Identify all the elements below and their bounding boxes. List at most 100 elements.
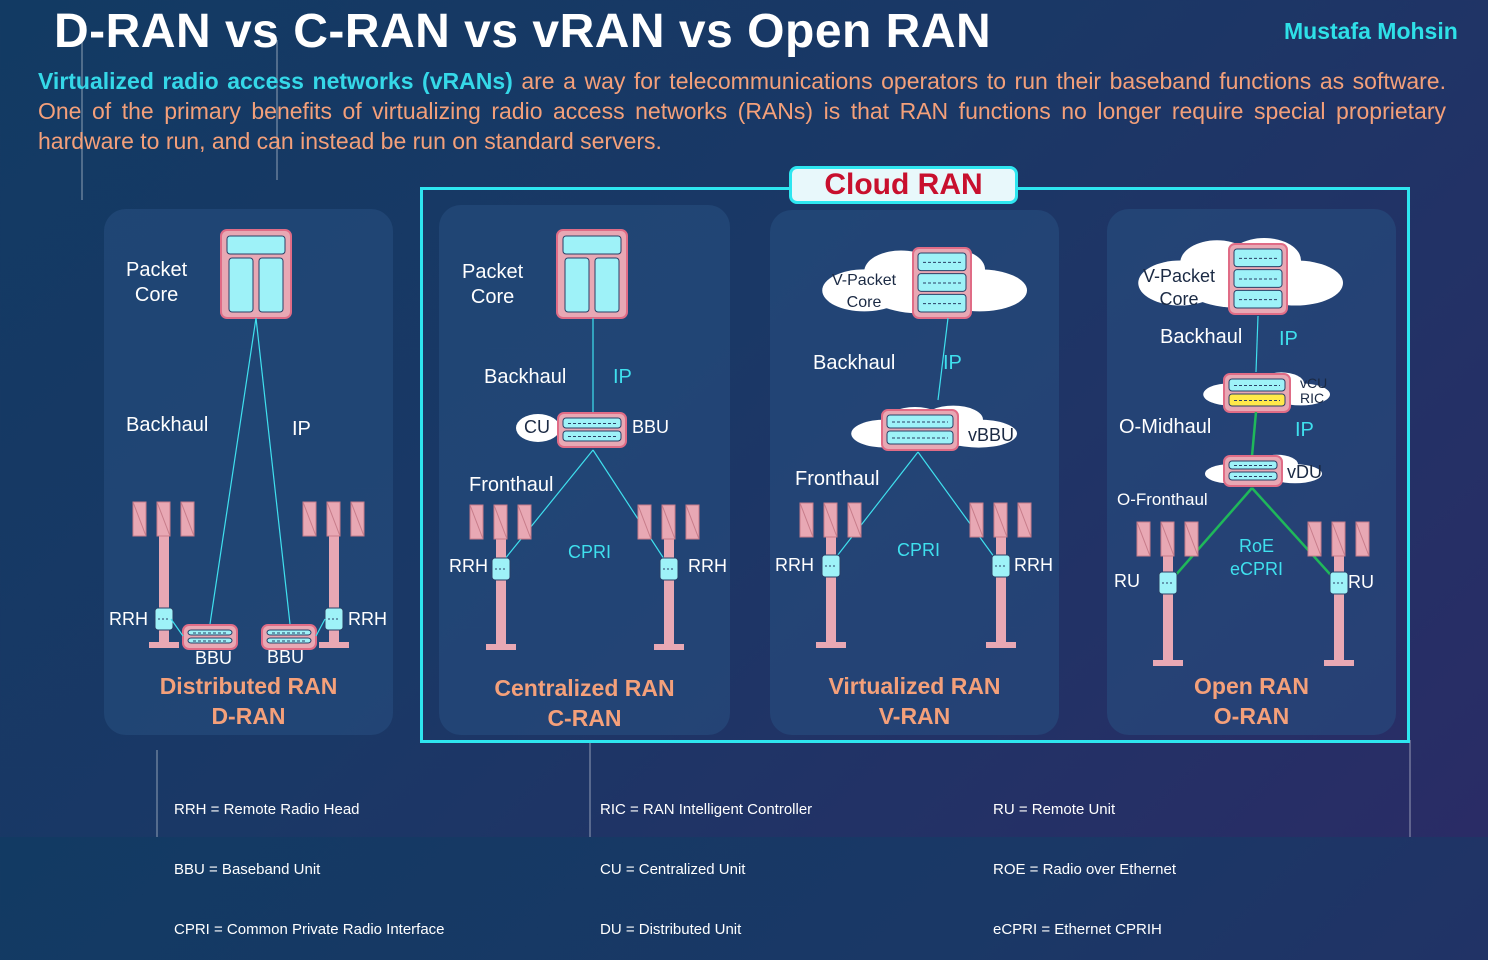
dran-ip-label: IP: [292, 418, 311, 440]
vran-fronthaul-label: Fronthaul: [795, 468, 880, 490]
fronthaul-link-right: [1251, 487, 1339, 584]
link-line: [829, 451, 919, 566]
cran-title-line2: C-RAN: [547, 705, 622, 731]
link-line: [209, 317, 257, 625]
oran-title-line2: O-RAN: [1213, 703, 1290, 729]
dran-title: Distributed RAN D-RAN: [104, 671, 393, 731]
rrh-unit-icon: [154, 607, 174, 631]
vran-core-label: V-Packet Core: [832, 272, 897, 311]
link-line: [255, 317, 291, 625]
link-line: [499, 449, 594, 566]
cran-title: Centralized RAN C-RAN: [439, 673, 730, 733]
rrh-unit-icon: [659, 557, 679, 581]
cran-rrh-right-label: RRH: [688, 556, 727, 576]
oran-fronthaul-label: O-Fronthaul: [1117, 490, 1208, 509]
legend-item: ROE = Radio over Ethernet: [993, 861, 1177, 878]
oran-vcu-ric-icon: [1223, 373, 1291, 413]
cran-core-label: Packet Core: [462, 261, 524, 308]
page-title: D-RAN vs C-RAN vs vRAN vs Open RAN: [54, 5, 992, 58]
intro-text: are a way for telecommunications operato…: [38, 68, 1446, 154]
oran-ru-right-label: RU: [1348, 572, 1374, 592]
cran-title-line1: Centralized RAN: [494, 675, 675, 701]
link-line: [937, 317, 949, 401]
legend-item: RU = Remote Unit: [993, 801, 1116, 818]
vran-tower-right-icon: [969, 502, 1032, 648]
midhaul-link: [1250, 411, 1258, 457]
fronthaul-link-left: [1166, 487, 1253, 586]
diagram-icons: [132, 229, 1370, 666]
cran-fronthaul-label: Fronthaul: [469, 474, 554, 496]
legend-item: BBU = Baseband Unit: [174, 861, 321, 878]
oran-title: Open RAN O-RAN: [1107, 671, 1396, 731]
cran-bbu-icon: [557, 412, 627, 448]
link-line: [917, 451, 1001, 566]
legend-item: CPRI = Common Private Radio Interface: [174, 921, 445, 938]
diagram-graphics: [0, 0, 1488, 837]
oran-vdu-icon: [1223, 455, 1283, 487]
intro-paragraph: Virtualized radio access networks (vRANs…: [38, 66, 1446, 156]
vran-vpacket-core-icon: [912, 247, 972, 319]
intro-highlight: Virtualized radio access networks (vRANs…: [38, 68, 513, 94]
cran-bbu-label: BBU: [632, 417, 670, 437]
oran-core-label: V-Packet Core: [1143, 266, 1216, 309]
dran-title-line2: D-RAN: [211, 703, 286, 729]
vran-rrh-right-label: RRH: [1014, 555, 1053, 575]
oran-backhaul-label: Backhaul: [1160, 326, 1243, 348]
dran-bbu-right-label: BBU: [267, 647, 305, 667]
dran-title-line1: Distributed RAN: [159, 673, 338, 699]
cran-backhaul-label: Backhaul: [484, 366, 567, 388]
vran-backhaul-label: Backhaul: [813, 352, 896, 374]
cran-ip-label: IP: [613, 366, 632, 388]
rrh-unit-icon: [1329, 571, 1349, 595]
link-line: [315, 618, 326, 637]
cran-tower-right-icon: [637, 504, 700, 650]
author-name: Mustafa Mohsin: [1284, 18, 1458, 44]
link-line: [1255, 315, 1259, 373]
dran-tower-left-icon: [132, 501, 195, 648]
dran-backhaul-label: Backhaul: [126, 414, 209, 436]
legend-col3: RU = Remote Unit ROE = Radio over Ethern…: [993, 760, 1176, 960]
rrh-unit-icon: [491, 557, 511, 581]
dran-packet-core-icon: [220, 229, 292, 319]
cran-cu-label: CU: [524, 417, 550, 437]
vran-vbbu-label: vBBU: [968, 425, 1015, 445]
oran-vdu-label: vDU: [1287, 462, 1322, 482]
dran-rrh-right-label: RRH: [348, 609, 387, 629]
oran-ip1-label: IP: [1279, 328, 1298, 350]
vran-cpri-label: CPRI: [897, 540, 941, 560]
oran-ip2-label: IP: [1295, 419, 1314, 441]
cloud-ran-badge: Cloud RAN: [789, 166, 1018, 204]
vran-ip-label: IP: [943, 352, 962, 374]
legend-col2: RIC = RAN Intelligent Controller CU = Ce…: [600, 760, 812, 960]
link-line: [170, 618, 184, 637]
cran-tower-left-icon: [469, 504, 532, 650]
vran-title-line2: V-RAN: [878, 703, 951, 729]
dran-rrh-left-label: RRH: [109, 609, 148, 629]
legend-item: RIC = RAN Intelligent Controller: [600, 801, 813, 818]
oran-title-line1: Open RAN: [1194, 673, 1309, 699]
legend-item: CU = Centralized Unit: [600, 861, 746, 878]
dran-tower-right-icon: [302, 501, 365, 648]
legend-col1: RRH = Remote Radio Head BBU = Baseband U…: [174, 760, 445, 960]
rrh-unit-icon: [324, 607, 344, 631]
rrh-unit-icon: [991, 554, 1011, 578]
link-line: [592, 449, 669, 566]
dran-bbu-right-icon: [261, 624, 317, 650]
oran-vpacket-core-icon: [1228, 243, 1288, 315]
dran-bbu-left-label: BBU: [195, 648, 233, 668]
vran-vbbu-icon: [881, 409, 959, 451]
legend-item: eCPRI = Ethernet CPRIH: [993, 921, 1162, 938]
vran-title-line1: Virtualized RAN: [828, 673, 1001, 699]
cran-cu-cloud-icon: [516, 414, 560, 442]
oran-tower-left-icon: [1136, 521, 1199, 666]
vran-title: Virtualized RAN V-RAN: [770, 671, 1059, 731]
legend-item: DU = Distributed Unit: [600, 921, 742, 938]
dran-bbu-left-icon: [182, 624, 238, 650]
vran-rrh-left-label: RRH: [775, 555, 814, 575]
cran-rrh-left-label: RRH: [449, 556, 488, 576]
vran-tower-left-icon: [799, 502, 862, 648]
oran-midhaul-label: O-Midhaul: [1119, 416, 1212, 438]
oran-ru-left-label: RU: [1114, 571, 1140, 591]
dran-core-label: Packet Core: [126, 259, 188, 306]
oran-tower-right-icon: [1307, 521, 1370, 666]
